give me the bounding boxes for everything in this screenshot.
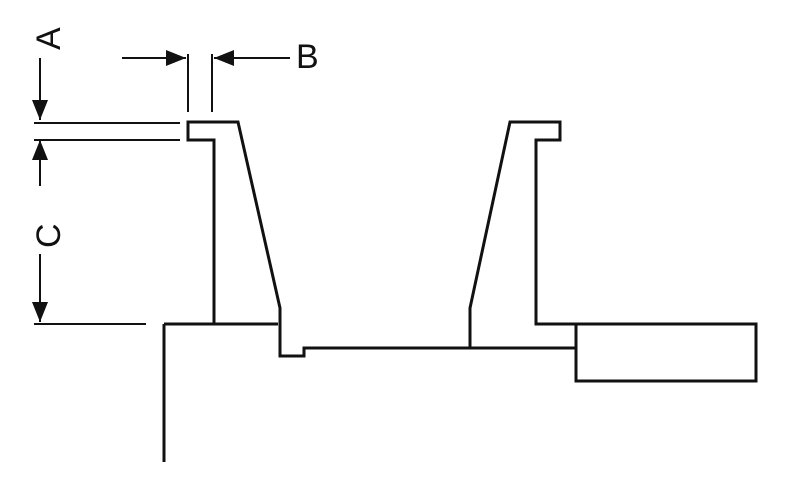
label-a: A bbox=[30, 27, 68, 50]
extension-lines bbox=[34, 122, 180, 325]
dimension-b: B bbox=[122, 38, 319, 112]
part-outline bbox=[162, 120, 758, 462]
label-b: B bbox=[296, 38, 319, 76]
label-c: C bbox=[30, 223, 68, 248]
dimension-a: A bbox=[30, 27, 68, 158]
dimension-c: C bbox=[30, 140, 68, 322]
